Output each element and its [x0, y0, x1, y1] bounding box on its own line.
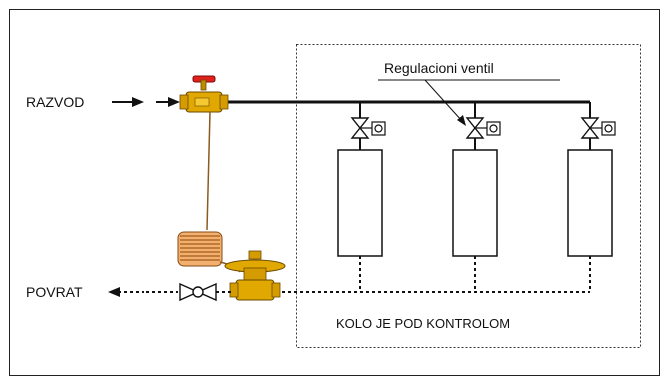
radiator-icon [452, 149, 498, 257]
valve-callout: Regulacioni ventil [378, 60, 560, 126]
radiator-3 [567, 102, 616, 292]
outer-frame [9, 9, 660, 376]
balancing-valve-icon [580, 117, 616, 139]
radiator-icon [567, 149, 613, 257]
balancing-valve-icon [465, 117, 501, 139]
differential-pressure-controller-icon [224, 250, 286, 301]
gate-valve-icon [179, 282, 217, 302]
supply-arrow-icon [132, 97, 144, 107]
supply-flow-arrow-icon [168, 97, 180, 107]
loop-caption: KOLO JE POD KONTROLOM [336, 316, 510, 331]
callout-arrow-icon [457, 115, 466, 126]
radiator-2 [452, 102, 501, 292]
controlled-loop-boundary [296, 44, 641, 348]
radiator-1 [337, 102, 386, 292]
supply-line: RAZVOD [26, 94, 590, 110]
return-arrow-icon [108, 287, 120, 297]
valve-callout-label: Regulacioni ventil [384, 60, 494, 76]
return-label: POVRAT [26, 284, 83, 300]
return-line: POVRAT [26, 284, 590, 300]
capillary-tube [206, 111, 211, 231]
radiator-icon [337, 149, 383, 257]
capillary-coil-icon [177, 231, 241, 273]
balancing-valve-icon [350, 117, 386, 139]
supply-label: RAZVOD [26, 94, 84, 110]
ball-valve-icon [179, 75, 229, 113]
